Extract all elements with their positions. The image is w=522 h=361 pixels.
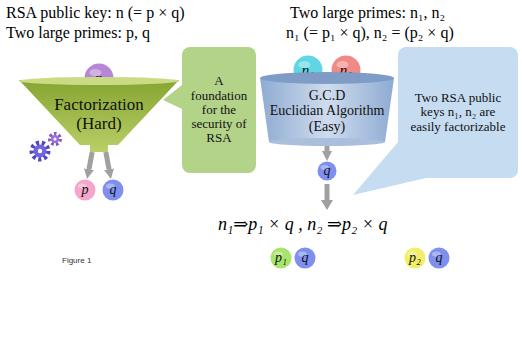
gear-hole bbox=[54, 138, 57, 141]
callout-tail bbox=[163, 85, 182, 109]
circle-label: q bbox=[110, 183, 117, 197]
gear-teeth bbox=[50, 134, 60, 144]
node-text: Euclidian Algorithm (Easy) bbox=[265, 103, 389, 134]
callout-body bbox=[398, 47, 518, 178]
bucket-body bbox=[260, 78, 394, 142]
gear-icon bbox=[32, 134, 60, 159]
prime-circle: q bbox=[102, 179, 124, 201]
callout-body bbox=[182, 47, 256, 173]
prime-circle: p bbox=[74, 179, 96, 201]
circle-fill bbox=[75, 180, 96, 201]
circle-label: p₂ bbox=[409, 251, 421, 265]
node-text: A foundation for the security of RSA bbox=[185, 74, 253, 145]
prime-circle: q bbox=[317, 161, 337, 181]
circle-fill bbox=[429, 248, 450, 269]
prime-circle: q bbox=[294, 247, 316, 269]
flow-arrow bbox=[106, 152, 109, 169]
heading-text: RSA public key: n (= p × q) bbox=[6, 4, 184, 22]
arrow-shaft bbox=[325, 184, 330, 201]
circle-label: q bbox=[302, 251, 309, 265]
circle-fill bbox=[318, 162, 337, 181]
circle-label: p bbox=[82, 183, 89, 197]
bucket-shape: G.C.DEuclidian Algorithm (Easy) bbox=[260, 72, 394, 146]
prime-circle: q bbox=[428, 247, 450, 269]
circle-fill bbox=[271, 248, 292, 269]
bucket-rim bbox=[260, 72, 394, 84]
funnel-body bbox=[19, 80, 179, 152]
figure-caption: Figure 1 bbox=[62, 256, 91, 265]
flow-arrow bbox=[325, 146, 330, 151]
formula-text: n₁⇒p₁ × q , n₂ ⇒p₂ × q bbox=[218, 214, 388, 235]
arrow-head bbox=[321, 200, 333, 210]
down-arrow bbox=[321, 184, 333, 210]
callout-box: A foundation for the security of RSA bbox=[182, 47, 256, 173]
prime-circle: p₁ bbox=[270, 247, 292, 269]
gear-hole bbox=[38, 149, 42, 153]
funnel-rim bbox=[19, 77, 179, 85]
circle-fill bbox=[103, 180, 124, 201]
gear-teeth bbox=[32, 143, 48, 159]
heading-text: Two large primes: n₁, n₂ bbox=[290, 4, 445, 22]
circle-fill bbox=[405, 248, 426, 269]
bucket-base bbox=[269, 138, 385, 146]
node-text: Two RSA public keys n₁, n₂ are easily fa… bbox=[404, 91, 512, 134]
node-text: G.C.D bbox=[309, 88, 346, 103]
circle-label: q bbox=[436, 251, 443, 265]
node-text: Factorization (Hard) bbox=[44, 96, 154, 133]
heading-text: Two large primes: p, q bbox=[6, 24, 150, 42]
flow-arrow bbox=[89, 152, 92, 169]
circle-label: p₁ bbox=[275, 251, 287, 265]
circle-label: q bbox=[324, 164, 331, 178]
funnel-shape: Factorization (Hard) bbox=[19, 80, 179, 152]
gear-body bbox=[34, 145, 47, 158]
heading-text: n₁ (= p₁ × q), n₂ = (p₂ × q) bbox=[286, 24, 454, 42]
circle-fill bbox=[295, 248, 316, 269]
callout-box: Two RSA public keys n₁, n₂ are easily fa… bbox=[398, 47, 518, 178]
gear-body bbox=[51, 135, 59, 143]
prime-circle: p₂ bbox=[404, 247, 426, 269]
